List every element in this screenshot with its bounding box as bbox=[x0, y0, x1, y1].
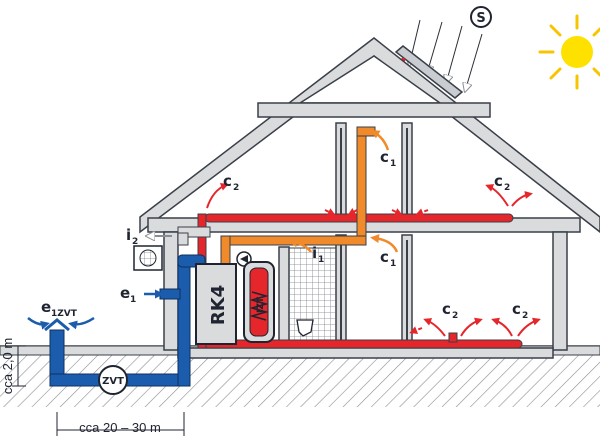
svg-text:2: 2 bbox=[522, 311, 528, 321]
label-e1zvt: e 1ZVT bbox=[41, 298, 78, 319]
zvt-label: ZVT bbox=[102, 376, 124, 387]
window-marks bbox=[340, 128, 408, 342]
supply-arrows bbox=[206, 183, 541, 337]
izt-tank: IZT bbox=[243, 261, 275, 343]
rk4-unit: RK4 bbox=[195, 263, 237, 345]
depth-dimension: cca 2,0 m bbox=[0, 338, 26, 394]
label-c2-upper-right: c 2 bbox=[494, 172, 510, 193]
svg-text:e: e bbox=[120, 284, 130, 302]
solar-symbol: S bbox=[470, 6, 492, 28]
length-label: cca 20 – 30 m bbox=[79, 420, 161, 435]
label-c2-upper-left: c 2 bbox=[223, 172, 239, 193]
svg-text:c: c bbox=[380, 248, 389, 266]
svg-text:2: 2 bbox=[452, 311, 458, 321]
label-c2-lower-right: c 2 bbox=[512, 300, 528, 321]
solar-symbol-label: S bbox=[476, 11, 485, 26]
exhaust-duct bbox=[177, 226, 211, 246]
svg-text:c: c bbox=[442, 300, 451, 318]
label-c2-lower-left: c 2 bbox=[442, 300, 458, 321]
label-i2: i 2 bbox=[126, 226, 138, 247]
svg-text:1ZVT: 1ZVT bbox=[51, 309, 78, 319]
svg-text:i: i bbox=[126, 226, 131, 244]
svg-text:2: 2 bbox=[132, 237, 138, 247]
svg-text:c: c bbox=[380, 148, 389, 166]
outdoor-unit bbox=[133, 245, 163, 271]
svg-text:c: c bbox=[494, 172, 503, 190]
tiled-wall bbox=[288, 247, 337, 346]
svg-text:1: 1 bbox=[390, 259, 396, 269]
extract-arrows bbox=[288, 129, 399, 253]
svg-text:1: 1 bbox=[390, 159, 396, 169]
svg-text:i: i bbox=[312, 244, 317, 262]
depth-label: cca 2,0 m bbox=[0, 338, 15, 394]
svg-text:2: 2 bbox=[233, 183, 239, 193]
svg-text:2: 2 bbox=[504, 183, 510, 193]
izt-label: IZT bbox=[256, 296, 266, 313]
label-c1-lower: c 1 bbox=[380, 248, 396, 269]
length-dimension: cca 20 – 30 m bbox=[56, 412, 185, 436]
svg-text:1: 1 bbox=[318, 255, 324, 265]
svg-text:c: c bbox=[223, 172, 232, 190]
label-e1: e 1 bbox=[120, 284, 136, 305]
rk4-label: RK4 bbox=[208, 285, 229, 325]
intake-cap-icon bbox=[44, 318, 70, 332]
label-c1-upper: c 1 bbox=[380, 148, 396, 169]
svg-text:e: e bbox=[41, 298, 51, 316]
zvt-pump: ZVT bbox=[98, 365, 128, 395]
svg-text:1: 1 bbox=[130, 295, 136, 305]
svg-text:c: c bbox=[512, 300, 521, 318]
toilet-icon bbox=[296, 319, 314, 337]
sun-icon bbox=[538, 14, 600, 90]
intake-arrows bbox=[27, 289, 164, 330]
label-i1: i 1 bbox=[312, 244, 324, 265]
